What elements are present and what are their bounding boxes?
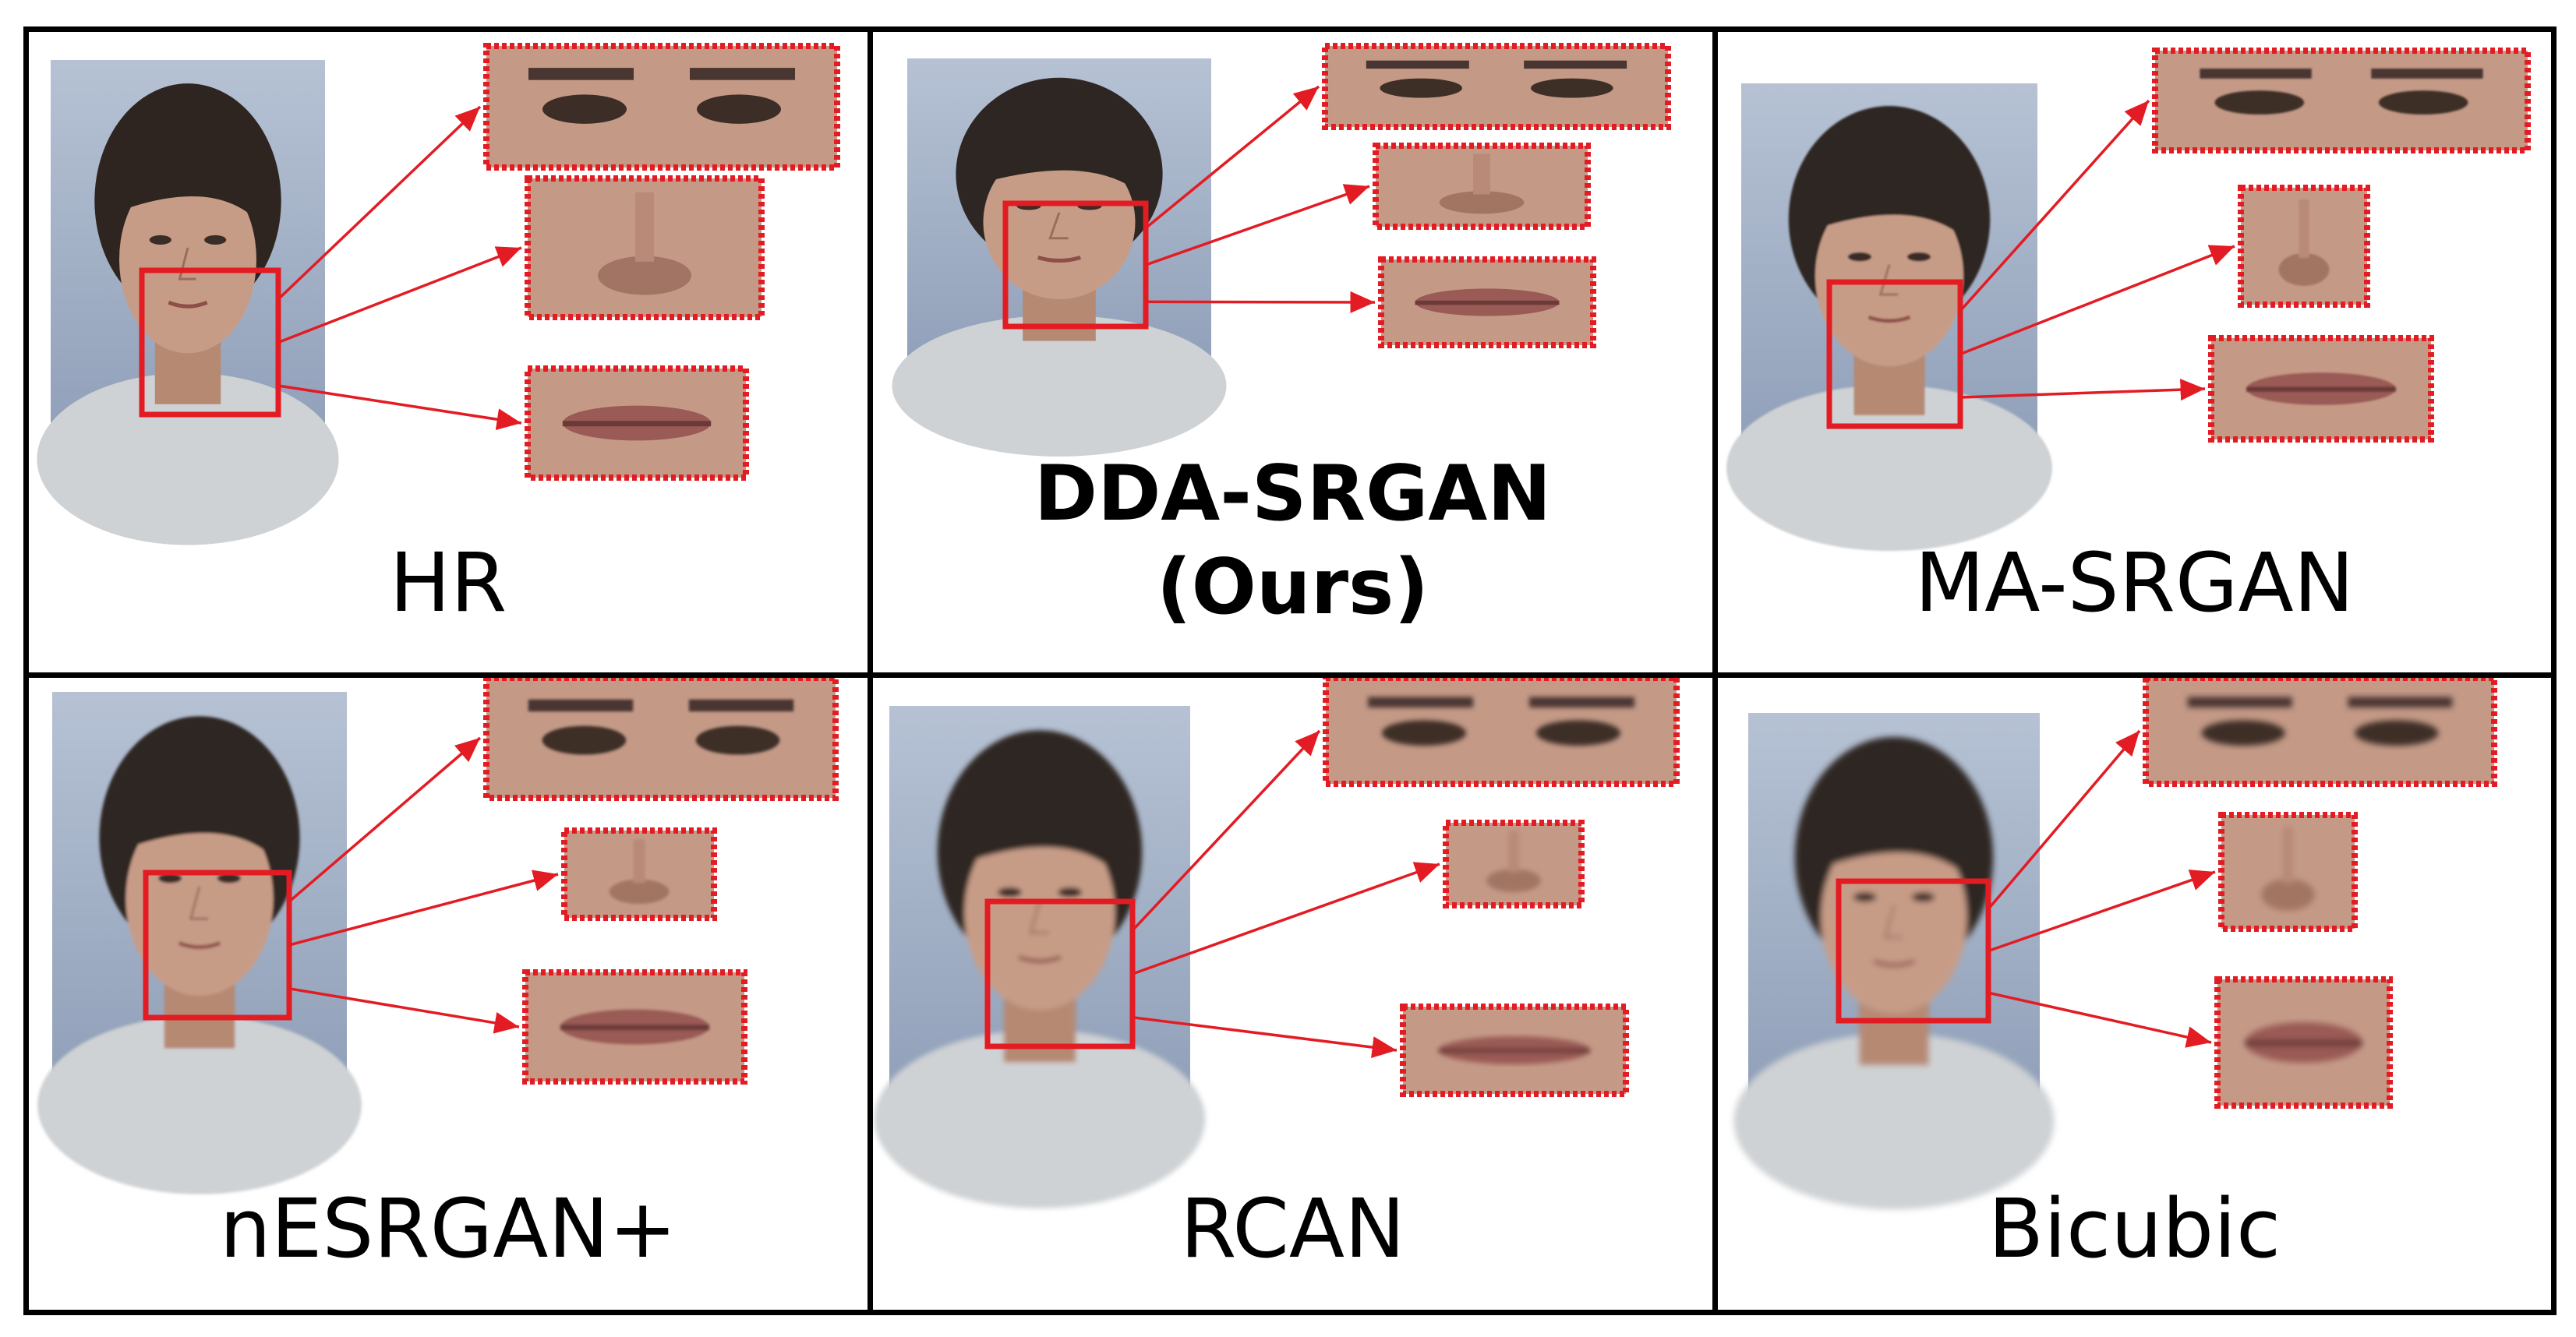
panel-ma-srgan-label: MA-SRGAN <box>1914 535 2355 630</box>
panel-dda-srgan-label-ours: (Ours) <box>1156 543 1429 632</box>
zoom-arrow <box>1144 85 1320 229</box>
zoom-arrow <box>1132 1016 1398 1059</box>
eyes-crop <box>1323 678 1680 787</box>
face-photo <box>892 58 1227 457</box>
face-photo <box>1733 713 2055 1210</box>
divider-horizontal <box>29 672 2551 678</box>
zoom-arrow <box>277 105 482 301</box>
zoom-arrow <box>1959 99 2150 312</box>
eyes-crop <box>1322 43 1671 130</box>
zoom-arrow <box>1988 870 2216 953</box>
eyes-crop <box>483 43 840 171</box>
panel-hr-label: HR <box>389 535 507 630</box>
eyes-crop <box>2143 678 2497 787</box>
mouth-crop <box>522 969 747 1085</box>
zoom-arrow <box>1987 729 2141 910</box>
zoom-arrow <box>1988 991 2212 1048</box>
panel-nesrgan: nESRGAN+ <box>29 678 868 1310</box>
zoom-arrow <box>277 246 522 344</box>
zoom-arrow <box>1959 379 2206 401</box>
face-photo <box>874 706 1206 1208</box>
panel-bicubic: Bicubic <box>1718 678 2551 1310</box>
panel-dda-srgan-label: DDA-SRGAN <box>1034 450 1552 538</box>
panel-hr: HR <box>29 32 868 672</box>
zoom-arrow <box>1131 729 1321 932</box>
eyes-crop <box>483 678 839 801</box>
panel-rcan-label: RCAN <box>1180 1181 1405 1276</box>
panel-ma-srgan: MA-SRGAN <box>1718 32 2551 672</box>
mouth-crop <box>1400 1004 1629 1097</box>
zoom-arrow <box>288 870 559 947</box>
zoom-arrow <box>1145 184 1370 266</box>
face-photo <box>37 60 339 545</box>
panel-hr-figure <box>37 43 840 545</box>
panel-nesrgan-label: nESRGAN+ <box>219 1181 677 1276</box>
panel-ma-srgan-figure <box>1726 48 2531 552</box>
divider-vertical-2 <box>1712 32 1718 1310</box>
nose-crop <box>561 827 717 921</box>
panel-nesrgan-figure <box>37 678 839 1194</box>
panel-rcan-figure <box>874 678 1680 1208</box>
zoom-arrow <box>277 384 522 431</box>
mouth-crop <box>2214 976 2393 1109</box>
face-photo <box>37 692 362 1194</box>
nose-crop <box>2218 812 2358 932</box>
mouth-crop <box>525 365 749 481</box>
nose-crop <box>2238 185 2370 308</box>
panel-dda-srgan-figure <box>892 43 1671 457</box>
zoom-arrow <box>1959 245 2235 356</box>
panel-bicubic-label: Bicubic <box>1988 1181 2281 1276</box>
panel-rcan: RCAN <box>873 678 1712 1310</box>
face-photo <box>1726 83 2052 552</box>
mouth-crop <box>1378 256 1596 348</box>
eyes-crop <box>2152 48 2531 153</box>
zoom-arrow <box>288 736 482 903</box>
nose-crop <box>1373 143 1591 230</box>
nose-crop <box>525 175 765 320</box>
panel-dda-srgan: DDA-SRGAN (Ours) <box>873 32 1712 672</box>
mouth-crop <box>2208 335 2434 443</box>
zoom-arrow <box>288 987 520 1034</box>
divider-vertical-1 <box>868 32 873 1310</box>
nose-crop <box>1443 820 1585 908</box>
zoom-arrow <box>1132 862 1440 975</box>
panel-bicubic-figure <box>1733 678 2497 1210</box>
figure-grid: HR DDA-SRGAN (Ours) MA-SRGAN nESRGAN+ RC… <box>23 26 2557 1315</box>
